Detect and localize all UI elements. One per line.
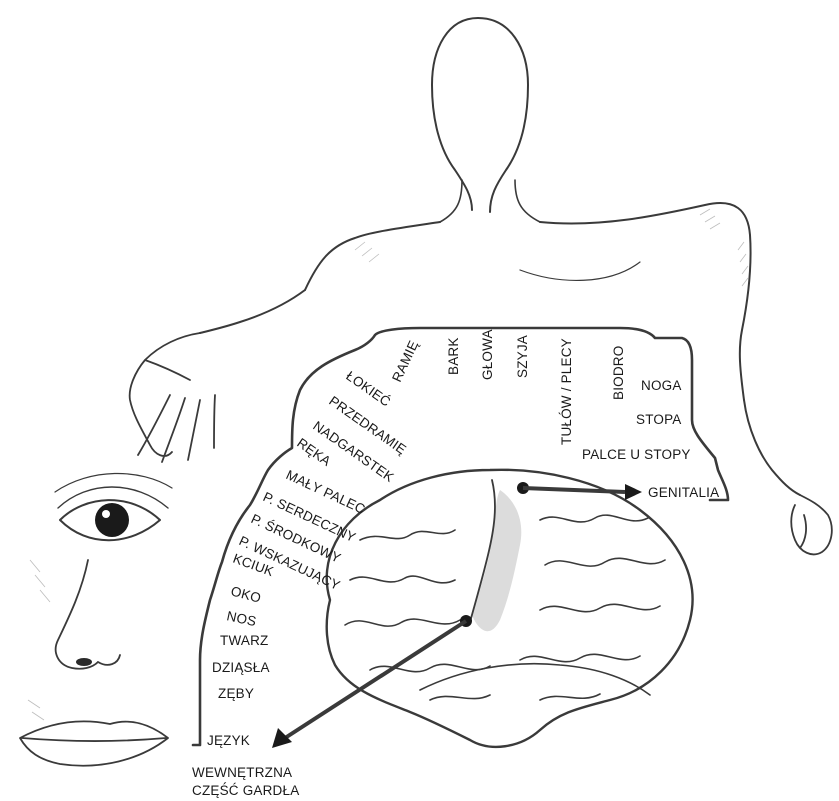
face-figure	[20, 473, 172, 765]
label-palce-stopy: PALCE U STOPY	[582, 447, 691, 462]
torso-shading	[355, 209, 748, 286]
lower-arrowhead	[272, 728, 292, 748]
left-arm-outline	[200, 290, 305, 333]
right-hand-outline	[791, 495, 832, 554]
body-figure	[130, 18, 832, 554]
neck-outline	[440, 180, 540, 222]
lower-pointer-line	[285, 621, 466, 738]
eye-highlight	[102, 510, 110, 518]
label-tulow: TUŁÓW / PLECY	[559, 338, 574, 445]
label-gardlo-line1: WEWNĘTRZNA	[192, 765, 292, 780]
left-hand-outline	[130, 333, 215, 462]
upper-pointer-line	[523, 488, 625, 492]
lateral-fissure	[420, 664, 650, 695]
label-zeby: ZĘBY	[218, 686, 254, 701]
eye-pupil	[95, 503, 129, 537]
label-biodro: BIODRO	[611, 346, 626, 400]
right-arm-outline	[744, 400, 800, 495]
label-oko: OKO	[229, 583, 262, 605]
eyebrow	[55, 473, 172, 492]
label-szyja: SZYJA	[515, 335, 530, 378]
somatosensory-strip	[472, 490, 521, 631]
brain-illustration	[327, 470, 693, 747]
upper-arrowhead	[625, 484, 642, 500]
nostril	[76, 658, 92, 666]
chest-contour	[520, 262, 640, 280]
label-gardlo-line2: CZĘŚĆ GARDŁA	[192, 783, 299, 798]
face-shading	[28, 560, 50, 720]
label-nos: NOS	[225, 608, 257, 629]
label-glowa: GŁOWA	[480, 329, 495, 380]
label-genitalia: GENITALIA	[648, 485, 719, 500]
label-stopa: STOPA	[636, 412, 682, 427]
body-part-labels: RAMIĘ BARK GŁOWA SZYJA TUŁÓW / PLECY BIO…	[192, 329, 719, 798]
head-outline	[432, 18, 528, 212]
label-ramie: RAMIĘ	[389, 338, 421, 384]
lips-outline	[20, 721, 168, 765]
nose-outline	[56, 560, 120, 669]
label-noga: NOGA	[641, 378, 682, 393]
label-dziasla: DZIĄSŁA	[212, 660, 270, 675]
label-bark: BARK	[446, 337, 461, 375]
label-twarz: TWARZ	[220, 633, 269, 648]
label-jezyk: JĘZYK	[207, 733, 250, 748]
